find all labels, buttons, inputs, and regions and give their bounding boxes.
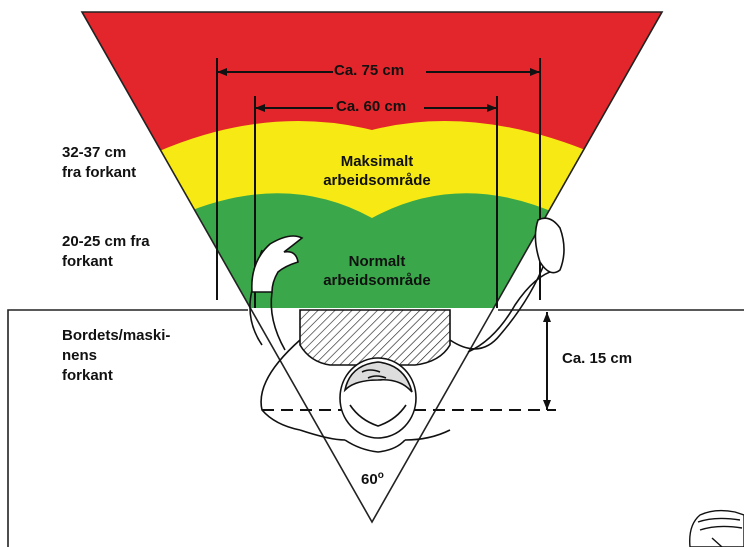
normal-zone-line-1: Normalt [292, 252, 462, 271]
corner-figure-sketch [690, 511, 744, 547]
width-75-label: Ca. 75 cm [334, 62, 404, 79]
angle-degree-mark: o [378, 470, 384, 481]
max-zone-line-1: Maksimalt [292, 152, 462, 171]
max-zone-line-2: arbeidsområde [292, 171, 462, 190]
normal-depth-label: 20-25 cm fra forkant [62, 232, 150, 272]
angle-label: 60o [361, 466, 384, 490]
offset-15-label: Ca. 15 cm [562, 350, 632, 367]
max-depth-label: 32-37 cm fra forkant [62, 143, 136, 183]
normal-depth-line-2: forkant [62, 252, 150, 272]
normal-zone-label: Normalt arbeidsområde [292, 252, 462, 290]
normal-zone-line-2: arbeidsområde [292, 271, 462, 290]
table-edge-line-1: Bordets/maski- [62, 326, 170, 346]
angle-value: 60 [361, 471, 378, 488]
table-edge-line-2: nens [62, 346, 170, 366]
table-edge-line-3: forkant [62, 366, 170, 386]
normal-depth-line-1: 20-25 cm fra [62, 232, 150, 252]
max-depth-line-1: 32-37 cm [62, 143, 136, 163]
width-60-label: Ca. 60 cm [336, 98, 406, 115]
max-depth-line-2: fra forkant [62, 163, 136, 183]
table-edge-label: Bordets/maski- nens forkant [62, 326, 170, 386]
max-zone-label: Maksimalt arbeidsområde [292, 152, 462, 190]
